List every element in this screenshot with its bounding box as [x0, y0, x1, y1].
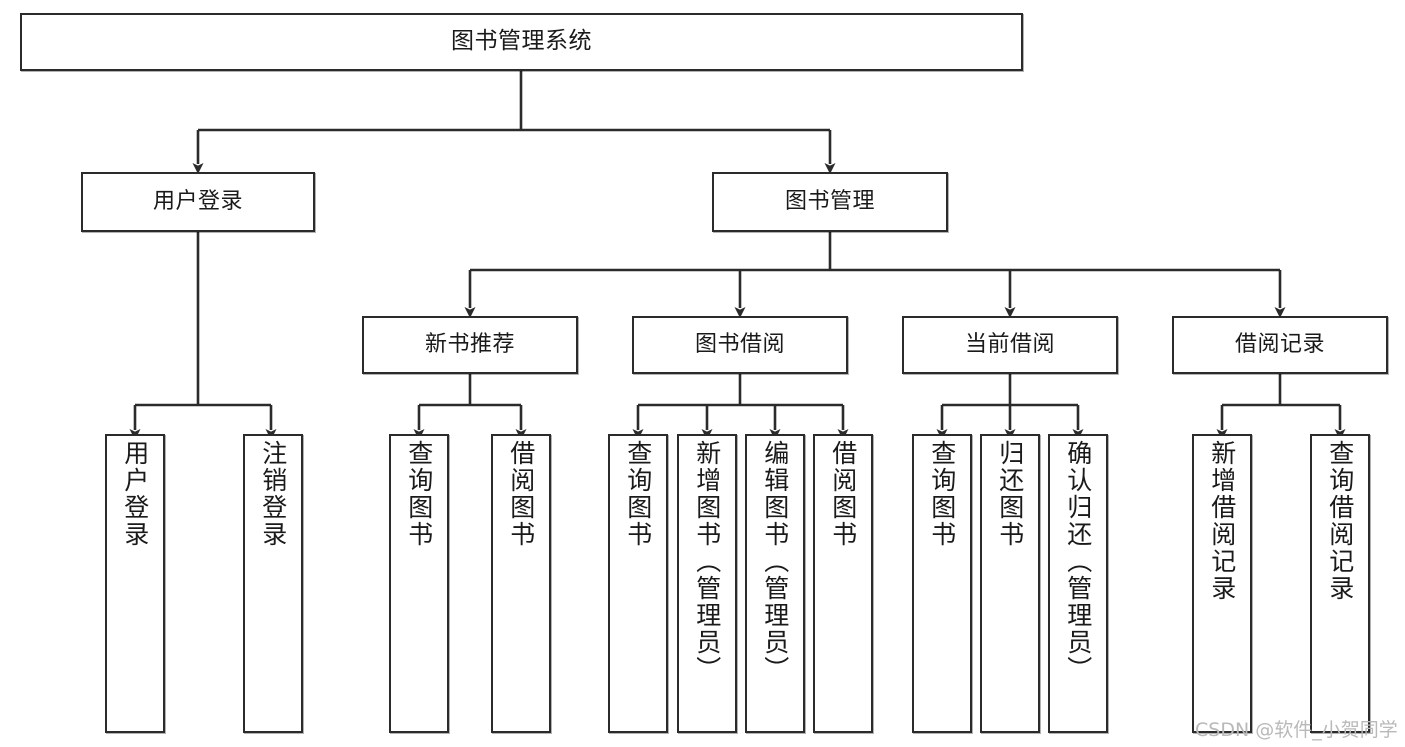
node-label: 查询图书 — [404, 440, 434, 548]
leaf-new-book-borrow[interactable]: 借阅图书 — [491, 434, 551, 733]
edge-group-current-borrow — [936, 374, 1084, 440]
leaf-book-borrow-edit[interactable]: 编辑图书（管理员） — [745, 434, 805, 733]
node-label: 借阅图书 — [828, 440, 858, 548]
node-label: 查询图书 — [927, 440, 957, 548]
leaf-new-book-query[interactable]: 查询图书 — [389, 434, 449, 733]
leaf-book-borrow-lend[interactable]: 借阅图书 — [813, 434, 873, 733]
node-label: 新增借阅记录 — [1207, 440, 1237, 602]
node-label: 用户登录 — [120, 440, 150, 548]
edge-group-user-login — [129, 232, 277, 440]
leaf-borrow-record-query[interactable]: 查询借阅记录 — [1310, 434, 1370, 733]
node-label: 新书推荐 — [424, 332, 515, 358]
node-book-borrow[interactable]: 图书借阅 — [632, 316, 848, 374]
leaf-book-borrow-query[interactable]: 查询图书 — [608, 434, 668, 733]
edge-group-book-borrow — [632, 374, 849, 440]
node-label: 查询借阅记录 — [1325, 440, 1355, 602]
edge-group-new-book — [413, 374, 527, 440]
leaf-user-login-signout[interactable]: 注销登录 — [243, 434, 303, 733]
leaf-borrow-record-add[interactable]: 新增借阅记录 — [1192, 434, 1252, 733]
node-label: 确认归还（管理员） — [1063, 440, 1093, 683]
edge-group-root — [192, 71, 836, 174]
node-label: 编辑图书（管理员） — [760, 440, 790, 683]
node-label: 图书借阅 — [694, 332, 785, 358]
node-label: 借阅记录 — [1234, 332, 1325, 358]
node-label: 归还图书 — [995, 440, 1025, 548]
node-label: 注销登录 — [258, 440, 288, 548]
node-borrow-record[interactable]: 借阅记录 — [1172, 316, 1388, 374]
node-label: 图书管理系统 — [451, 28, 592, 55]
leaf-book-borrow-add[interactable]: 新增图书（管理员） — [677, 434, 737, 733]
node-label: 查询图书 — [623, 440, 653, 548]
leaf-current-borrow-return[interactable]: 归还图书 — [980, 434, 1040, 733]
edge-group-book-manage — [464, 232, 1286, 318]
node-current-borrow[interactable]: 当前借阅 — [902, 316, 1118, 374]
edge-group-borrow-record — [1216, 374, 1346, 440]
leaf-current-borrow-confirm[interactable]: 确认归还（管理员） — [1048, 434, 1108, 733]
node-label: 用户登录 — [152, 189, 243, 215]
node-user-login[interactable]: 用户登录 — [81, 172, 315, 232]
node-label: 新增图书（管理员） — [692, 440, 722, 683]
node-label: 图书管理 — [784, 189, 875, 215]
node-root-system[interactable]: 图书管理系统 — [20, 13, 1023, 71]
leaf-user-login-signin[interactable]: 用户登录 — [105, 434, 165, 733]
leaf-current-borrow-query[interactable]: 查询图书 — [912, 434, 972, 733]
node-label: 当前借阅 — [964, 332, 1055, 358]
node-label: 借阅图书 — [506, 440, 536, 548]
node-new-book-recommend[interactable]: 新书推荐 — [362, 316, 578, 374]
watermark: CSDN @软件_小贺同学 — [1195, 719, 1398, 741]
node-book-management[interactable]: 图书管理 — [712, 172, 948, 232]
